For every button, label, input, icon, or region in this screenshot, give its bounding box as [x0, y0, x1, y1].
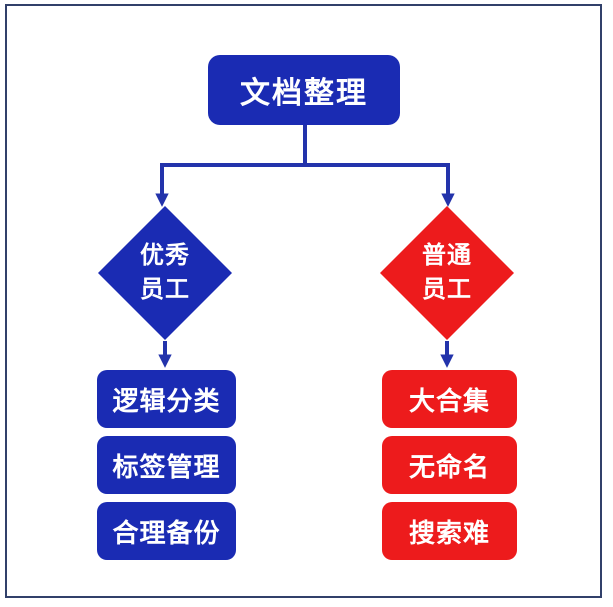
root-node: 文档整理 [208, 55, 400, 125]
box-no-naming-label: 无命名 [408, 451, 490, 482]
box-tag-management: 标签管理 [97, 436, 236, 494]
box-big-collection-label: 大合集 [408, 385, 490, 416]
box-hard-to-search: 搜索难 [382, 502, 517, 560]
box-logical-classification: 逻辑分类 [97, 370, 236, 428]
box-reasonable-backup: 合理备份 [97, 502, 236, 560]
box-tag-management-label: 标签管理 [112, 451, 221, 482]
diamond-excellent-label: 优秀 员工 [140, 242, 190, 303]
box-logical-classification-label: 逻辑分类 [112, 385, 221, 416]
box-no-naming: 无命名 [382, 436, 517, 494]
root-label: 文档整理 [240, 77, 368, 110]
box-big-collection: 大合集 [382, 370, 517, 428]
box-hard-to-search-label: 搜索难 [408, 517, 490, 548]
box-reasonable-backup-label: 合理备份 [112, 517, 221, 548]
diamond-ordinary-label: 普通 员工 [422, 242, 472, 303]
